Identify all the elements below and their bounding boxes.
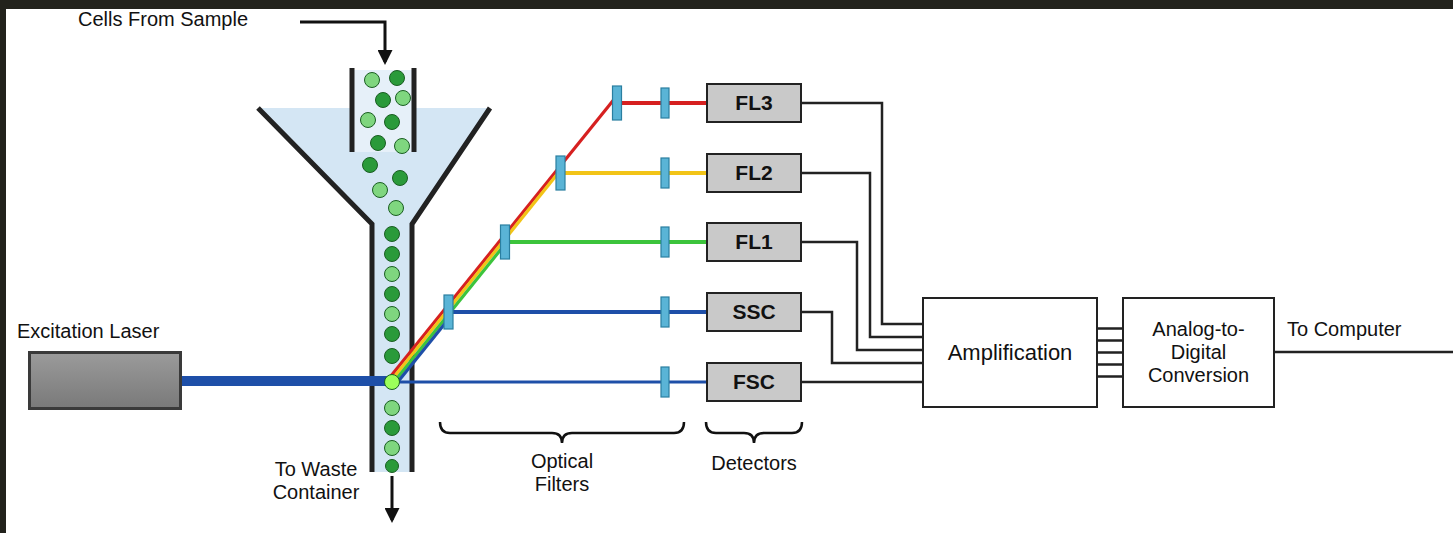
flow-cell-wall: [258, 108, 490, 472]
group-label: Optical Filters: [512, 450, 612, 496]
band-pass-filter: [661, 88, 669, 118]
cell: [395, 139, 410, 154]
optical-filters-brace: [440, 422, 684, 443]
dichroic-mirror: [613, 86, 622, 120]
flow-cell-fill: [258, 108, 490, 472]
band-pass-filter: [661, 158, 669, 188]
cell: [385, 267, 400, 282]
output-label: To Computer: [1287, 318, 1402, 341]
cell: [385, 227, 400, 242]
output-wire: [1275, 351, 1453, 354]
cell: [385, 115, 400, 130]
node-text: FSC: [733, 370, 775, 394]
node-text: FL2: [735, 161, 772, 185]
cell: [371, 136, 386, 151]
detectors-brace: [706, 422, 802, 443]
detector-box: FL3: [706, 83, 802, 123]
cell: [363, 158, 378, 173]
band-pass-filter: [661, 227, 669, 257]
sample-arrow: [300, 22, 385, 62]
band-pass-filter: [661, 297, 669, 327]
signal-wire: [802, 103, 922, 324]
cell: [385, 247, 400, 262]
detector-box: SSC: [706, 292, 802, 332]
signal-wire: [802, 312, 922, 363]
signal-wire: [802, 242, 922, 350]
cell: [361, 113, 376, 128]
cell: [390, 71, 405, 86]
node-text: Excitation Laser: [17, 320, 159, 343]
node-text: FL1: [735, 230, 772, 254]
fl2-light-path: [560, 171, 706, 175]
node-text: FL3: [735, 91, 772, 115]
signal-wire: [802, 381, 922, 384]
laser-beam: [182, 376, 392, 386]
band-pass-filter: [661, 367, 669, 397]
signal-wire: [1098, 329, 1122, 377]
cell: [385, 401, 400, 416]
fl2-light-path: [391, 171, 560, 381]
cell: [389, 201, 404, 216]
cell: [385, 327, 400, 342]
cells: [361, 71, 411, 473]
adc-box: Analog-to- Digital Conversion: [1122, 297, 1275, 408]
cell: [385, 307, 400, 322]
detector-box: FL2: [706, 153, 802, 193]
dichroic-mirrors: [444, 86, 622, 329]
detector-box: FL1: [706, 222, 802, 262]
cell: [373, 183, 388, 198]
cell: [376, 93, 391, 108]
laser-box: Excitation Laser: [28, 351, 182, 410]
amplifier-box: Amplification: [922, 297, 1098, 408]
interrogated-cell: [385, 375, 400, 390]
node-text: SSC: [732, 300, 775, 324]
fsc-light-path: [392, 381, 706, 384]
cell: [396, 91, 411, 106]
output-label: To Waste Container: [266, 458, 366, 504]
dichroic-mirror: [556, 156, 565, 190]
input-label: Cells From Sample: [78, 8, 248, 31]
group-label: Detectors: [704, 452, 804, 475]
cell: [385, 287, 400, 302]
fl1-light-path: [505, 240, 706, 244]
cell: [386, 460, 399, 473]
dichroic-mirror: [444, 295, 453, 329]
cell: [365, 73, 380, 88]
detector-box: FSC: [706, 362, 802, 402]
dichroic-mirror: [501, 225, 510, 259]
cell: [385, 421, 400, 436]
node-text: Amplification: [948, 340, 1073, 365]
cell: [393, 171, 408, 186]
fl3-light-path: [389, 100, 614, 379]
band-pass-filters: [661, 88, 669, 397]
waste-arrow: [391, 476, 394, 520]
cell: [385, 349, 400, 364]
node-text: Analog-to- Digital Conversion: [1136, 318, 1261, 387]
cell: [385, 441, 400, 456]
